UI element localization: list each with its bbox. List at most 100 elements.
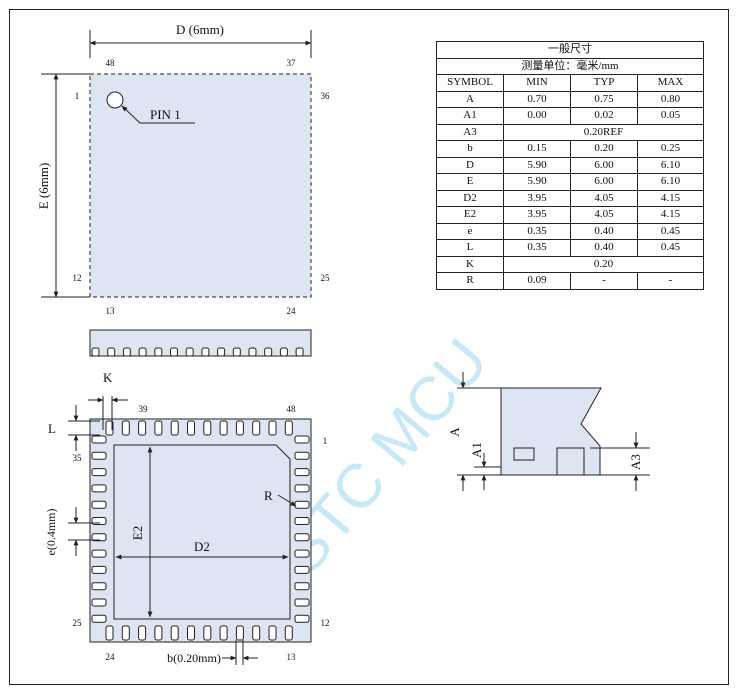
table-cell: 0.40 — [570, 239, 638, 257]
pad-bottom — [268, 625, 277, 641]
drawing-frame — [9, 9, 729, 685]
pad-left — [91, 533, 107, 542]
k-label: K — [103, 370, 113, 385]
pad-right — [294, 549, 310, 558]
table-cell: 6.00 — [570, 156, 638, 174]
table-cell: 4.05 — [570, 189, 638, 207]
table-header: MAX — [637, 74, 704, 92]
table-cell: D — [436, 156, 504, 174]
table-cell: 0.35 — [503, 222, 571, 240]
table-cell: 3.95 — [503, 206, 571, 224]
front-pad — [217, 347, 226, 357]
section-body — [500, 387, 602, 476]
pad-bottom — [284, 625, 293, 641]
front-pad — [170, 347, 178, 357]
pad-right — [294, 614, 310, 623]
table-cell: 4.05 — [570, 206, 638, 224]
table-cell: 0.05 — [637, 107, 704, 125]
table-title: 一般尺寸 — [436, 41, 704, 59]
table-cell: 0.35 — [503, 239, 571, 257]
table-cell: L — [436, 239, 504, 257]
top-pin-number: 36 — [321, 91, 331, 101]
front-pad — [154, 347, 163, 357]
bottom-pin-number: 25 — [73, 618, 83, 628]
pin1-dot — [106, 91, 124, 109]
pin1-label: PIN 1 — [150, 107, 181, 122]
table-cell: 0.20 — [570, 140, 638, 158]
top-pin-number: 1 — [75, 91, 80, 101]
pad-top — [219, 420, 228, 436]
e-pitch-label: e(0.4mm) — [44, 509, 58, 556]
bottom-pin-number: 24 — [106, 652, 116, 662]
bottom-pin-number: 39 — [139, 404, 149, 414]
table-cell: 0.70 — [503, 90, 571, 108]
pad-left — [91, 500, 107, 509]
table-cell: - — [570, 272, 638, 290]
bottom-pin-number: 13 — [287, 652, 297, 662]
bottom-pin-number: 48 — [287, 404, 297, 414]
table-cell: A3 — [436, 123, 504, 141]
table-cell: 6.00 — [570, 173, 638, 191]
table-cell: E — [436, 173, 504, 191]
pad-bottom — [121, 625, 130, 641]
pad-bottom — [187, 625, 195, 641]
table-cell: 3.95 — [503, 189, 571, 207]
table-cell: 4.15 — [637, 206, 704, 224]
table-cell: A — [436, 90, 504, 108]
bottom-pin-number: 12 — [321, 618, 330, 628]
table-cell: 0.02 — [570, 107, 638, 125]
pad-top — [138, 420, 147, 436]
r-label: R — [264, 488, 273, 503]
table-cell: 5.90 — [503, 173, 571, 191]
table-cell: 6.10 — [637, 156, 704, 174]
dim-e-label: E (6mm) — [36, 163, 51, 210]
pad-left — [91, 565, 107, 574]
top-pin-number: 24 — [287, 306, 297, 316]
front-pad — [122, 347, 131, 357]
pad-bottom — [219, 625, 228, 641]
pad-right — [294, 500, 310, 509]
table-header: MIN — [503, 74, 571, 92]
front-pad — [138, 347, 147, 357]
pad-bottom — [154, 625, 163, 641]
table-cell: 4.15 — [637, 189, 704, 207]
pad-left — [91, 614, 107, 623]
bottom-pin-number: 35 — [73, 453, 83, 463]
table-cell: 0.45 — [637, 239, 704, 257]
table-cell: K — [436, 255, 504, 273]
table-header: SYMBOL — [436, 74, 504, 92]
top-pin-number: 25 — [321, 273, 331, 283]
top-pin-number: 37 — [287, 58, 297, 68]
pad-right — [294, 582, 310, 591]
table-cell: D2 — [436, 189, 504, 207]
front-pad — [232, 347, 241, 357]
table-unit: 测量单位：毫米/mm — [436, 57, 704, 75]
front-pad — [185, 347, 194, 357]
pad-bottom — [105, 625, 114, 641]
pad-right — [294, 435, 310, 444]
front-pad — [201, 347, 210, 357]
bottom-pads — [91, 420, 310, 641]
table-header-row: SYMBOL MIN TYP MAX — [436, 74, 704, 92]
front-pad — [279, 347, 288, 357]
pad-top — [170, 420, 179, 436]
bottom-view: E2 D2 R K L e(0.4mm) — [44, 370, 330, 665]
side-section-view: A A1 A3 — [447, 372, 650, 491]
pad-left — [91, 598, 107, 607]
table-cell: - — [637, 272, 704, 290]
table-cell: 5.90 — [503, 156, 571, 174]
l-label: L — [48, 421, 56, 436]
e2-label: E2 — [130, 526, 145, 540]
table-cell: 0.45 — [637, 222, 704, 240]
front-pad — [295, 347, 304, 357]
table-cell: 0.00 — [503, 107, 571, 125]
table-cell: 0.15 — [503, 140, 571, 158]
dim-d-label: D (6mm) — [176, 22, 224, 37]
pad-top — [121, 420, 130, 436]
